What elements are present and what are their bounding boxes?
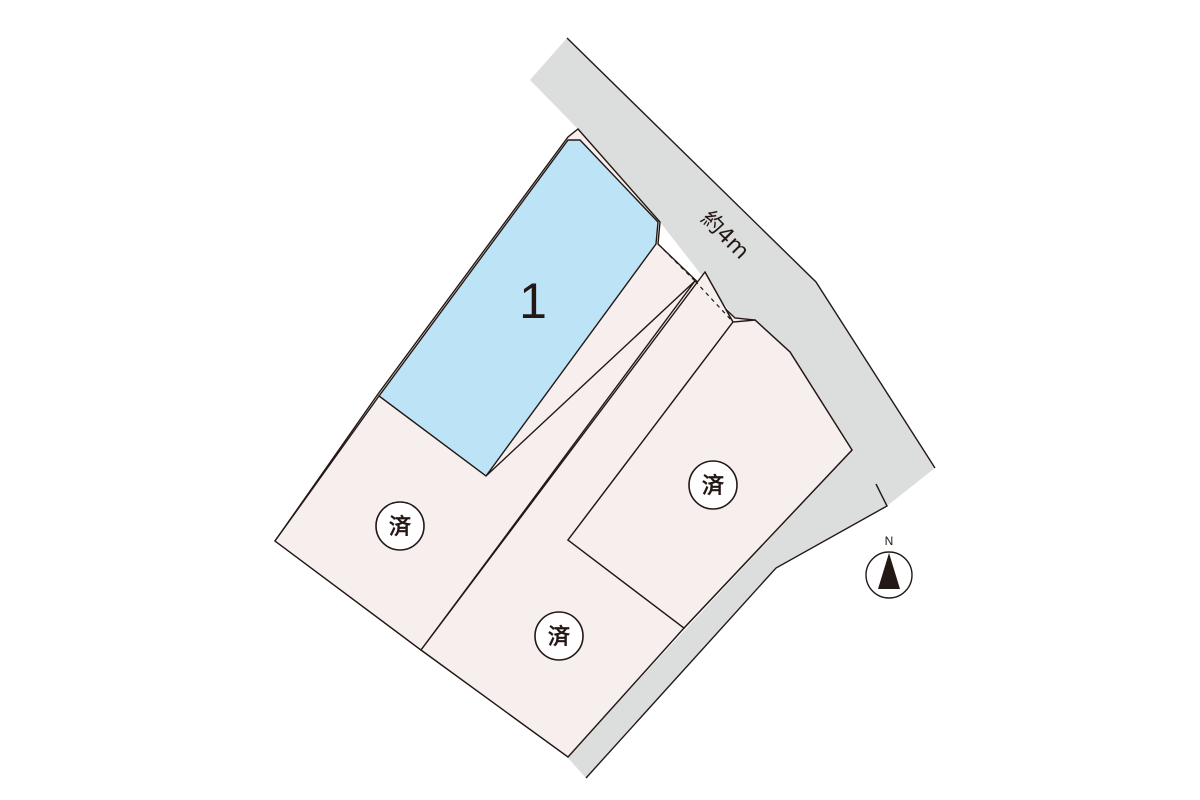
sold-marker-west: 済: [375, 501, 425, 551]
sold-marker-west-text: 済: [389, 514, 412, 540]
lot-sold-west[interactable]: [274, 280, 696, 651]
north-letter: N: [885, 534, 894, 548]
road-edge-outer: [566, 37, 936, 469]
road-strip-south: [567, 450, 887, 778]
sold-marker-east-text: 済: [702, 473, 725, 499]
access-line-c: [704, 271, 734, 323]
access-line-b: [694, 280, 734, 323]
north-arrow-icon: [878, 553, 900, 589]
access-line-a: [657, 243, 696, 282]
road-area: [530, 37, 936, 779]
lot-1-number: 1: [519, 273, 547, 329]
north-compass: N: [865, 534, 913, 599]
sold-marker-east: 済: [688, 460, 738, 510]
road-strip-north: [530, 38, 935, 506]
sold-marker-south: 済: [534, 611, 584, 661]
road-edge-south-bend: [585, 483, 888, 779]
sold-marker-south-text: 済: [548, 624, 571, 650]
